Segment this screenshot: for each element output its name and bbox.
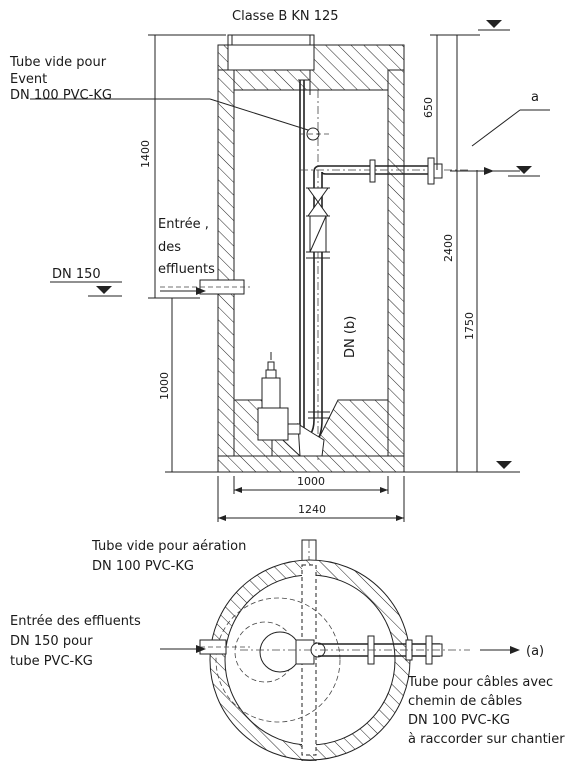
label-entree-2: des [158,240,181,255]
dim-650: 650 [422,97,435,118]
label-cables-4: à raccorder sur chantier [408,732,565,747]
dim-2400: 2400 [442,234,455,262]
label-entree-1: Entrée , [158,217,209,232]
base-slab [217,455,405,473]
label-cables-3: DN 100 PVC-KG [408,713,510,728]
label-vent-1: Tube vide pour [9,55,107,70]
label-cables-1: Tube pour câbles avec [407,675,553,690]
gate-valve [307,187,329,203]
plan-view [160,539,520,761]
label-vent-3: DN 100 PVC-KG [10,88,112,103]
right-wall [387,69,405,457]
level-marker-outlet [508,166,540,177]
duck-foot-bend [297,423,325,457]
submersible-pump [257,352,301,441]
plan-pump [259,631,301,673]
level-marker-top [478,20,510,31]
dim-1400: 1400 [139,140,152,168]
label-cables-2: chemin de câbles [408,694,522,709]
label-aeration-1: Tube vide pour aération [91,539,246,554]
dim-1750: 1750 [463,312,476,340]
label-entree-eff-3: tube PVC-KG [10,654,93,669]
dim-1240: 1240 [298,503,326,516]
inlet-pipe [199,279,245,295]
left-wall [217,69,235,457]
level-marker-bottom [488,461,520,473]
label-vent-2: Event [10,72,47,87]
manhole-cover [227,34,315,46]
dim-1000-horizontal: 1000 [297,475,325,488]
label-a-paren: (a) [526,644,544,659]
level-marker-inlet [88,286,122,297]
dim-1000-vertical: 1000 [158,372,171,400]
label-classe: Classe B KN 125 [232,9,339,24]
elevation-view [30,20,550,522]
label-entree-eff-1: Entrée des effluents [10,614,141,629]
label-entree-3: effluents [158,262,215,277]
label-dn-b: DN (b) [343,316,358,358]
label-aeration-2: DN 100 PVC-KG [92,559,194,574]
label-a: a [531,90,539,105]
label-entree-eff-2: DN 150 pour [10,634,93,649]
label-dn150: DN 150 [52,267,101,282]
